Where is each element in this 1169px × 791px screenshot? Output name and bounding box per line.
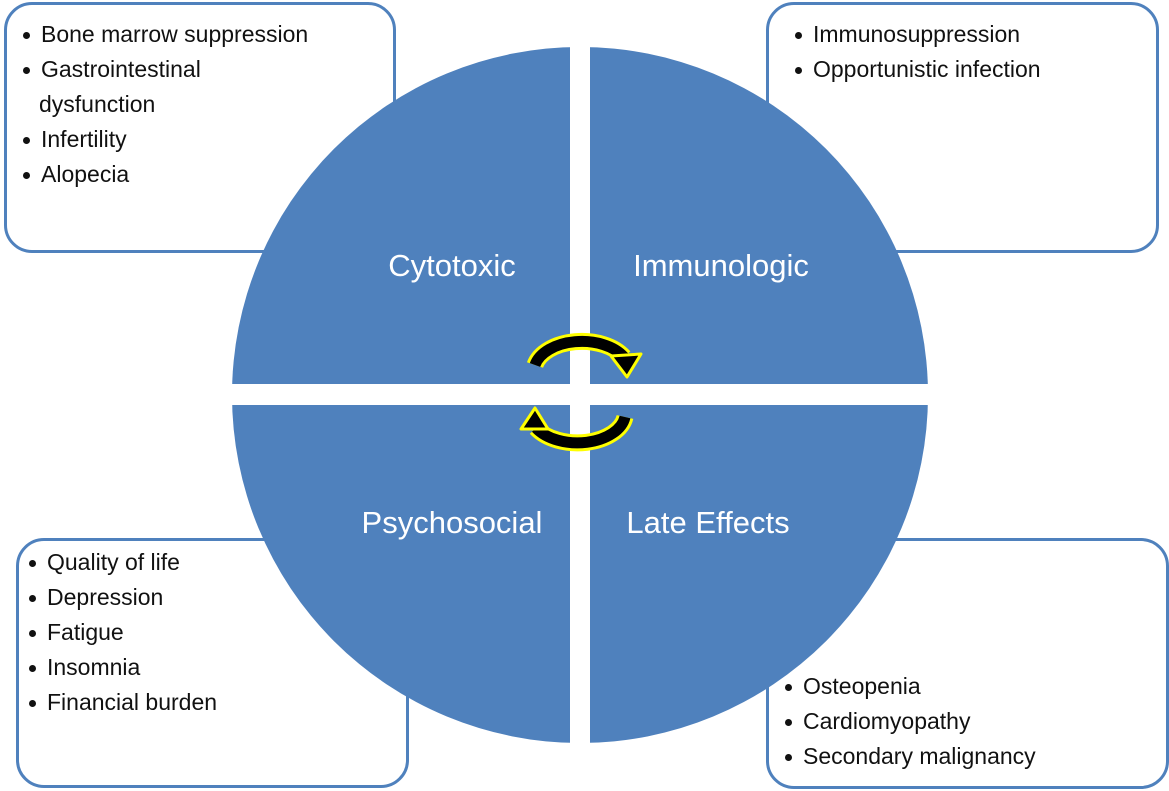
list-item-text: Insomnia: [47, 654, 141, 680]
list-item-text: Bone marrow suppression: [41, 21, 309, 47]
list-item: Depression: [27, 580, 217, 615]
list-item: Bone marrow suppression: [21, 17, 308, 52]
bullet-icon: [29, 595, 36, 602]
list-item: Immunosuppression: [793, 17, 1041, 52]
list-item-text: dysfunction: [39, 91, 156, 117]
immunologic-quadrant: [590, 47, 928, 384]
psychosocial-label: Psychosocial: [362, 505, 543, 540]
list-item: Gastrointestinal: [21, 52, 308, 87]
bullet-icon: [795, 67, 802, 74]
late-effects-quadrant: [590, 405, 928, 743]
immunologic-label: Immunologic: [633, 248, 809, 283]
bullet-icon: [29, 560, 36, 567]
cytotoxic-label: Cytotoxic: [388, 248, 515, 283]
list-item-text: Alopecia: [41, 161, 130, 187]
bullet-icon: [785, 754, 792, 761]
bullet-icon: [23, 67, 30, 74]
list-item-text: Secondary malignancy: [803, 743, 1036, 769]
bullet-icon: [23, 137, 30, 144]
curved-arrow-left-icon: [519, 406, 634, 452]
list-item: Fatigue: [27, 615, 217, 650]
list-item-text: Cardiomyopathy: [803, 708, 971, 734]
list-item: Osteopenia: [783, 669, 1036, 704]
list-item-text: Gastrointestinal: [41, 56, 201, 82]
late-effects-list: Osteopenia Cardiomyopathy Secondary mali…: [783, 669, 1036, 774]
list-item-text: Osteopenia: [803, 673, 921, 699]
list-item: Alopecia: [21, 157, 308, 192]
list-item: Quality of life: [27, 545, 217, 580]
bullet-icon: [785, 719, 792, 726]
list-item-text: Financial burden: [47, 689, 218, 715]
list-item: Opportunistic infection: [793, 52, 1041, 87]
cytotoxic-list: Bone marrow suppression Gastrointestinal…: [21, 17, 308, 192]
list-item: Infertility: [21, 122, 308, 157]
bullet-icon: [29, 630, 36, 637]
immunologic-list: Immunosuppression Opportunistic infectio…: [793, 17, 1041, 87]
list-item-text: Immunosuppression: [813, 21, 1021, 47]
psychosocial-quadrant: [232, 405, 570, 743]
psychosocial-list: Quality of life Depression Fatigue Insom…: [27, 545, 217, 720]
psychosocial-callout: Quality of life Depression Fatigue Insom…: [16, 538, 409, 788]
list-item-text: Depression: [47, 584, 164, 610]
list-item-text: Infertility: [41, 126, 127, 152]
bullet-icon: [23, 32, 30, 39]
bullet-icon: [795, 32, 802, 39]
list-item-text: Opportunistic infection: [813, 56, 1041, 82]
bullet-icon: [29, 665, 36, 672]
list-item: Cardiomyopathy: [783, 704, 1036, 739]
cytotoxic-quadrant: [232, 47, 570, 384]
bullet-icon: [785, 684, 792, 691]
list-item-continuation: dysfunction: [21, 87, 308, 122]
curved-arrow-right-icon: [526, 332, 643, 379]
cytotoxic-callout: Bone marrow suppression Gastrointestinal…: [4, 2, 396, 253]
list-item: Insomnia: [27, 650, 217, 685]
bullet-icon: [23, 172, 30, 179]
list-item: Financial burden: [27, 685, 217, 720]
list-item-text: Quality of life: [47, 549, 180, 575]
list-item-text: Fatigue: [47, 619, 124, 645]
bullet-icon: [29, 700, 36, 707]
late-effects-label: Late Effects: [626, 505, 789, 540]
list-item: Secondary malignancy: [783, 739, 1036, 774]
